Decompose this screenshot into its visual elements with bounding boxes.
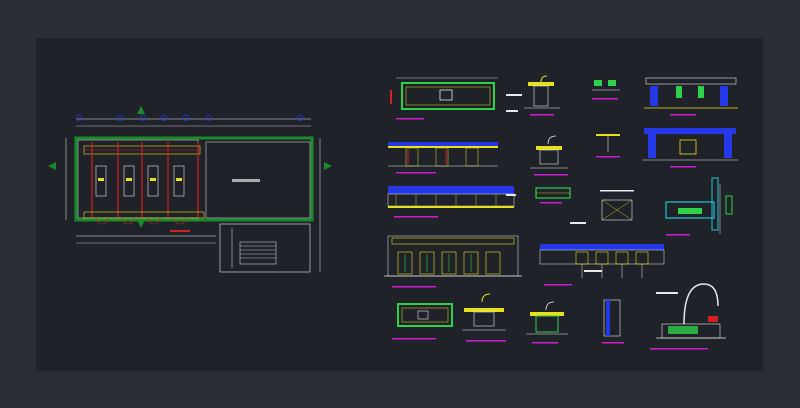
lab-benches [95,165,185,197]
detail-sink-elevation [524,75,560,116]
detail-shelf-2 [600,190,634,221]
cad-drawing-sheet [48,75,738,350]
detail-bench-plan-1 [390,77,498,120]
detail-elevation-2 [384,235,522,288]
detail-sink-section-2 [530,135,568,176]
section-markers [48,106,332,228]
main-hall [205,141,311,219]
detail-anchor-1 [592,80,620,100]
detail-sink-section-1 [462,293,506,342]
detail-bench-section [387,186,515,218]
stair-block [219,223,311,273]
detail-bench-plan-2 [392,303,453,340]
detail-elevation-1 [388,142,498,174]
exterior-wall [74,136,314,222]
detail-cabinet-elevation-2 [642,128,738,168]
cad-drawing-viewport[interactable] [36,38,763,371]
detail-sink-section-3 [526,301,568,344]
detail-shelf-1 [535,187,571,204]
detail-long-section [539,244,665,286]
axis-markers-top [75,114,304,122]
detail-cabinet-section [665,177,733,236]
detail-column-section [602,299,624,344]
floor-plan[interactable] [48,106,332,273]
annotation-marks [506,94,678,294]
detail-drawings[interactable] [384,75,738,350]
detail-anchor-2 [596,134,620,158]
detail-faucet [650,283,726,350]
detail-cabinet-elevation-1 [644,77,738,116]
